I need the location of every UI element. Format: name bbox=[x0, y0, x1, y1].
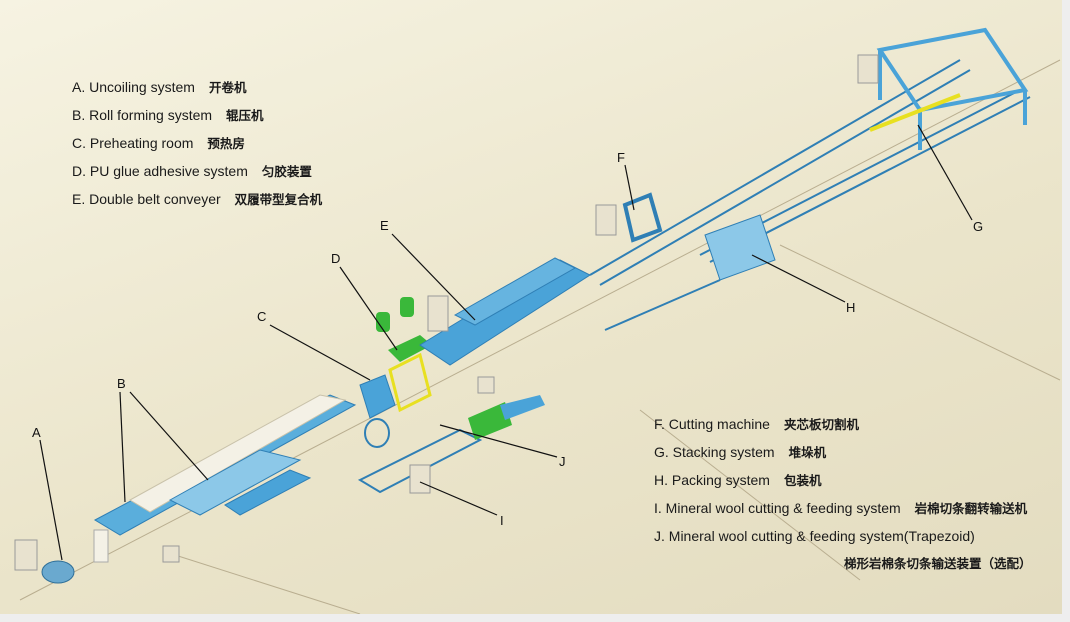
line-drawing: A B C D E F G H I J bbox=[14, 27, 1061, 614]
legend-note: 梯形岩棉条切条输送装置（选配） bbox=[844, 556, 1032, 571]
callout-b: B bbox=[117, 376, 126, 391]
uncoiler bbox=[14, 529, 109, 584]
preheating-room bbox=[359, 374, 396, 419]
legend-label: F. Cutting machine bbox=[654, 416, 770, 432]
legend-item-g: G. Stacking system 堆垛机 bbox=[654, 438, 1032, 466]
legend-zh: 夹芯板切割机 bbox=[783, 417, 859, 432]
callout-i: I bbox=[500, 513, 504, 528]
callout-g: G bbox=[973, 219, 983, 234]
callout-f: F bbox=[617, 150, 625, 165]
legend-label: B. Roll forming system bbox=[72, 107, 213, 123]
legend-label: G. Stacking system bbox=[654, 444, 775, 460]
legend-item-a: A. Uncoiling system 开卷机 bbox=[72, 73, 322, 101]
glue-system bbox=[376, 297, 432, 413]
legend-zh: 包装机 bbox=[783, 473, 822, 488]
packing-system bbox=[704, 214, 776, 281]
legend-zh: 双履带型复合机 bbox=[234, 192, 323, 207]
stacking-system bbox=[869, 27, 1029, 150]
mineral-wool-systems bbox=[357, 376, 545, 494]
double-belt-conveyer bbox=[419, 257, 592, 366]
legend-item-d: D. PU glue adhesive system 匀胶装置 bbox=[72, 157, 322, 185]
legend-item-e: E. Double belt conveyer 双履带型复合机 bbox=[72, 185, 322, 213]
control-cabinet bbox=[14, 539, 38, 571]
legend-left: A. Uncoiling system 开卷机 B. Roll forming s… bbox=[72, 73, 322, 213]
legend-item-j: J. Mineral wool cutting & feeding system… bbox=[654, 522, 1032, 550]
callout-h: H bbox=[846, 300, 855, 315]
legend-label: E. Double belt conveyer bbox=[72, 191, 221, 207]
legend-label: H. Packing system bbox=[654, 472, 770, 488]
legend-label: A. Uncoiling system bbox=[72, 79, 195, 95]
legend-zh: 辊压机 bbox=[226, 108, 264, 123]
leader-lines bbox=[39, 124, 973, 561]
legend-zh: 匀胶装置 bbox=[261, 164, 312, 179]
legend-label: D. PU glue adhesive system bbox=[72, 163, 248, 179]
legend-label: J. Mineral wool cutting & feeding system… bbox=[654, 528, 975, 544]
legend-item-c: C. Preheating room 预热房 bbox=[72, 129, 322, 157]
legend-zh: 预热房 bbox=[207, 136, 245, 151]
callout-j: J bbox=[559, 454, 566, 469]
legend-item-f: F. Cutting machine 夹芯板切割机 bbox=[654, 410, 1032, 438]
legend-item-b: B. Roll forming system 辊压机 bbox=[72, 101, 322, 129]
callout-d: D bbox=[331, 251, 340, 266]
legend-label: I. Mineral wool cutting & feeding system bbox=[654, 500, 901, 516]
roll-forming bbox=[93, 394, 357, 563]
legend-item-h: H. Packing system 包装机 bbox=[654, 466, 1032, 494]
legend-label: C. Preheating room bbox=[72, 135, 194, 151]
callout-c: C bbox=[257, 309, 266, 324]
legend-right: F. Cutting machine 夹芯板切割机 G. Stacking sys… bbox=[654, 410, 1032, 578]
callout-e: E bbox=[380, 218, 389, 233]
legend-zh: 岩棉切条翻转输送机 bbox=[914, 501, 1028, 516]
cutting-machine bbox=[622, 192, 663, 243]
callout-a: A bbox=[32, 425, 41, 440]
production-line-diagram: A B C D E F G H I J A. Uncoiling system 开… bbox=[0, 0, 1062, 614]
legend-item-i: I. Mineral wool cutting & feeding system… bbox=[654, 494, 1032, 522]
legend-zh: 开卷机 bbox=[208, 80, 247, 95]
legend-zh: 堆垛机 bbox=[788, 445, 827, 460]
